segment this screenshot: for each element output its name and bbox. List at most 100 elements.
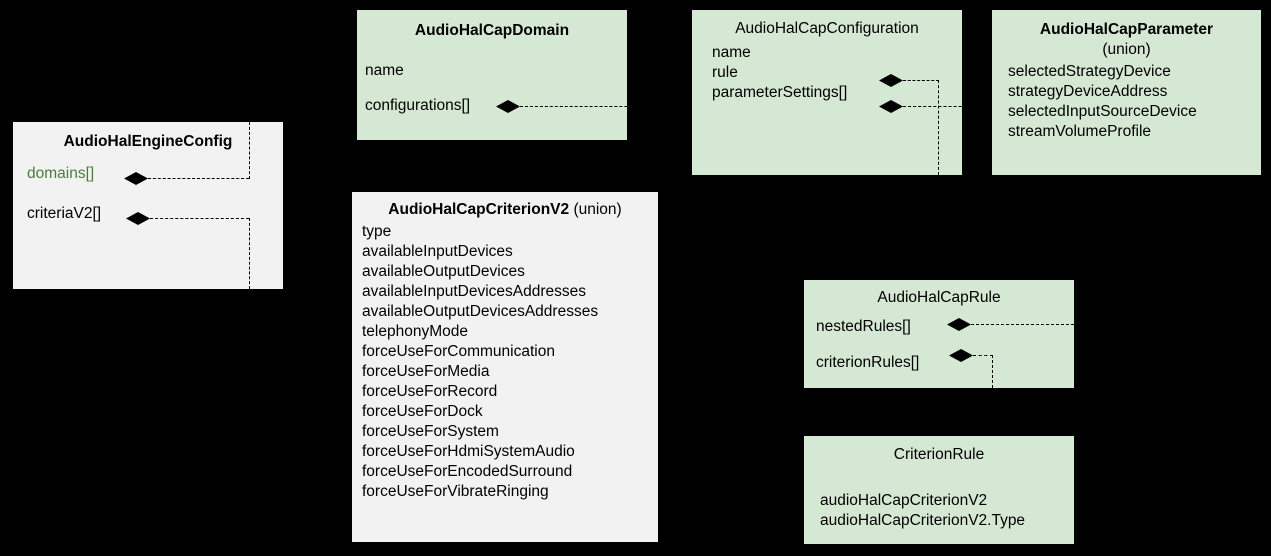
attr-label-availableoutputdevices: availableOutputDevices	[362, 263, 525, 280]
attr-label-selectedstrategydevice: selectedStrategyDevice	[1008, 63, 1171, 80]
attr-label-nestedrules: nestedRules[]	[816, 318, 911, 335]
composition-diamond-parametersettings	[879, 100, 903, 113]
attr-row-name-domain[interactable]: name	[357, 61, 627, 81]
connector-criterionrules-vertical	[992, 355, 993, 388]
attr-row-availableoutputdevices[interactable]: availableOutputDevices	[352, 262, 658, 282]
attr-label-forceusefordock: forceUseForDock	[362, 403, 483, 420]
attr-row-availableinputdevices[interactable]: availableInputDevices	[352, 242, 658, 262]
attr-row-forceuseforcommunication[interactable]: forceUseForCommunication	[352, 342, 658, 362]
attr-row-criterionrules[interactable]: criterionRules[]	[804, 353, 1074, 373]
composition-diamond-rule	[879, 74, 903, 87]
attr-row-telephonymode[interactable]: telephonyMode	[352, 322, 658, 342]
attr-label-availableinputdevicesaddresses: availableInputDevicesAddresses	[362, 283, 587, 300]
connector-domains-vertical	[249, 122, 250, 179]
class-title-audiohalengineconfig: AudioHalEngineConfig	[63, 133, 233, 150]
attr-row-forceuseforhdmisystemaudio[interactable]: forceUseForHdmiSystemAudio	[352, 442, 658, 462]
class-box-criterionrule[interactable]: CriterionRule audioHalCapCriterionV2 aud…	[804, 436, 1074, 544]
connector-rule-horizontal	[903, 80, 939, 81]
attr-row-nestedrules[interactable]: nestedRules[]	[804, 317, 1074, 337]
attr-label-criteriav2: criteriaV2[]	[27, 205, 102, 222]
attr-label-forceuseformedia: forceUseForMedia	[362, 363, 490, 380]
composition-diamond-configurations	[496, 100, 520, 113]
connector-domains-horizontal	[148, 178, 249, 179]
attr-label-availableinputdevices: availableInputDevices	[362, 243, 513, 260]
class-title-audiohalcapdomain: AudioHalCapDomain	[414, 22, 570, 39]
attr-label-audiohalcapcriterionv2: audioHalCapCriterionV2	[820, 492, 988, 509]
composition-diamond-criteriav2	[126, 212, 150, 225]
attr-label-forceuseforcommunication: forceUseForCommunication	[362, 343, 555, 360]
attr-label-telephonymode: telephonyMode	[362, 323, 468, 340]
class-box-audiohalengineconfig[interactable]: AudioHalEngineConfig domains[] criteriaV…	[13, 122, 283, 289]
attr-row-selectedstrategydevice[interactable]: selectedStrategyDevice	[992, 62, 1261, 82]
class-box-audiohalcapconfiguration[interactable]: AudioHalCapConfiguration name rule param…	[692, 10, 962, 175]
attr-row-strategydeviceaddress[interactable]: strategyDeviceAddress	[992, 82, 1261, 102]
connector-criteriav2-vertical	[249, 218, 250, 289]
attr-label-availableoutputdevicesaddresses: availableOutputDevicesAddresses	[362, 303, 599, 320]
attr-row-forceuseforsystem[interactable]: forceUseForSystem	[352, 422, 658, 442]
attr-label-strategydeviceaddress: strategyDeviceAddress	[1008, 83, 1168, 100]
attr-list-criterionrule: audioHalCapCriterionV2 audioHalCapCriter…	[804, 491, 1074, 531]
attr-label-name-domain: name	[365, 62, 404, 79]
attr-row-selectedinputsourcedevice[interactable]: selectedInputSourceDevice	[992, 102, 1261, 122]
attr-label-selectedinputsourcedevice: selectedInputSourceDevice	[1008, 103, 1197, 120]
class-box-audiohalcapparameter[interactable]: AudioHalCapParameter (union) selectedStr…	[992, 10, 1261, 175]
connector-criteriav2-horizontal	[150, 218, 249, 219]
composition-diamond-nestedrules	[947, 318, 971, 331]
attr-row-availableinputdevicesaddresses[interactable]: availableInputDevicesAddresses	[352, 282, 658, 302]
attr-list-audiohalcapparameter: selectedStrategyDevice strategyDeviceAdd…	[992, 62, 1261, 142]
attr-label-configurations: configurations[]	[365, 97, 471, 114]
class-box-audiohalcapcriterionv2[interactable]: AudioHalCapCriterionV2 (union) type avai…	[352, 192, 658, 542]
attr-row-forceuseforencodedsurround[interactable]: forceUseForEncodedSurround	[352, 462, 658, 482]
attr-label-criterionrules: criterionRules[]	[816, 354, 920, 371]
attr-label-audiohalcapcriterionv2-type: audioHalCapCriterionV2.Type	[820, 512, 1026, 529]
attr-label-forceuseforsystem: forceUseForSystem	[362, 423, 499, 440]
attr-label-type: type	[362, 223, 392, 240]
connector-configurations-horizontal	[520, 106, 692, 107]
connector-criterionrules-horizontal	[973, 355, 993, 356]
connector-rule-vertical	[938, 80, 939, 175]
attr-label-domains: domains[]	[27, 165, 95, 182]
attr-label-forceuseforvibrateringing: forceUseForVibrateRinging	[362, 483, 549, 500]
attr-row-forceusefordock[interactable]: forceUseForDock	[352, 402, 658, 422]
attr-label-name-configuration: name	[712, 44, 751, 61]
class-title-audiohalcapconfiguration: AudioHalCapConfiguration	[735, 20, 919, 37]
attr-label-forceuseforencodedsurround: forceUseForEncodedSurround	[362, 463, 573, 480]
class-box-audiohalcaprule[interactable]: AudioHalCapRule nestedRules[] criterionR…	[804, 280, 1074, 388]
class-title-text-audiohalcapcriterionv2: AudioHalCapCriterionV2	[388, 201, 570, 218]
attr-row-forceuseforvibrateringing[interactable]: forceUseForVibrateRinging	[352, 482, 658, 502]
attr-list-audiohalcapconfiguration: name rule parameterSettings[]	[692, 43, 962, 103]
attr-label-streamvolumeprofile: streamVolumeProfile	[1008, 123, 1152, 140]
attr-row-type[interactable]: type	[352, 222, 658, 242]
attr-list-audiohalcapcriterionv2: type availableInputDevices availableOutp…	[352, 222, 658, 502]
attr-label-rule: rule	[712, 64, 738, 81]
attr-row-criteriav2[interactable]: criteriaV2[]	[13, 204, 283, 224]
class-title-audiohalcapparameter: AudioHalCapParameter	[1039, 21, 1214, 38]
attr-row-audiohalcapcriterionv2[interactable]: audioHalCapCriterionV2	[804, 491, 1074, 511]
attr-row-configurations[interactable]: configurations[]	[357, 96, 627, 116]
attr-list-audiohalengineconfig: domains[] criteriaV2[]	[13, 164, 283, 224]
composition-diamond-criterionrules	[949, 349, 973, 362]
attr-row-rule[interactable]: rule	[692, 63, 962, 83]
attr-row-streamvolumeprofile[interactable]: streamVolumeProfile	[992, 122, 1261, 142]
attr-row-availableoutputdevicesaddresses[interactable]: availableOutputDevicesAddresses	[352, 302, 658, 322]
attr-list-audiohalcaprule: nestedRules[] criterionRules[]	[804, 317, 1074, 373]
attr-row-audiohalcapcriterionv2-type[interactable]: audioHalCapCriterionV2.Type	[804, 511, 1074, 531]
connector-parametersettings-horizontal	[903, 106, 992, 107]
attr-list-audiohalcapdomain: name configurations[]	[357, 61, 627, 116]
attr-row-parametersettings[interactable]: parameterSettings[]	[692, 83, 962, 103]
attr-row-forceuseformedia[interactable]: forceUseForMedia	[352, 362, 658, 382]
class-title-audiohalcapcriterionv2: AudioHalCapCriterionV2 (union)	[352, 200, 658, 220]
attr-row-domains[interactable]: domains[]	[13, 164, 283, 184]
connector-nestedrules-horizontal	[971, 324, 1074, 325]
attr-label-forceuseforhdmisystemaudio: forceUseForHdmiSystemAudio	[362, 443, 575, 460]
attr-row-forceuseforrecord[interactable]: forceUseForRecord	[352, 382, 658, 402]
class-box-audiohalcapdomain[interactable]: AudioHalCapDomain name configurations[]	[357, 10, 627, 140]
class-title-suffix-audiohalcapcriterionv2: (union)	[573, 201, 622, 218]
attr-label-forceuseforrecord: forceUseForRecord	[362, 383, 498, 400]
class-subtitle-audiohalcapparameter: (union)	[1102, 41, 1151, 58]
class-title-criterionrule: CriterionRule	[893, 446, 985, 463]
attr-label-parametersettings: parameterSettings[]	[712, 84, 848, 101]
composition-diamond-domains	[124, 172, 148, 185]
attr-row-name-configuration[interactable]: name	[692, 43, 962, 63]
